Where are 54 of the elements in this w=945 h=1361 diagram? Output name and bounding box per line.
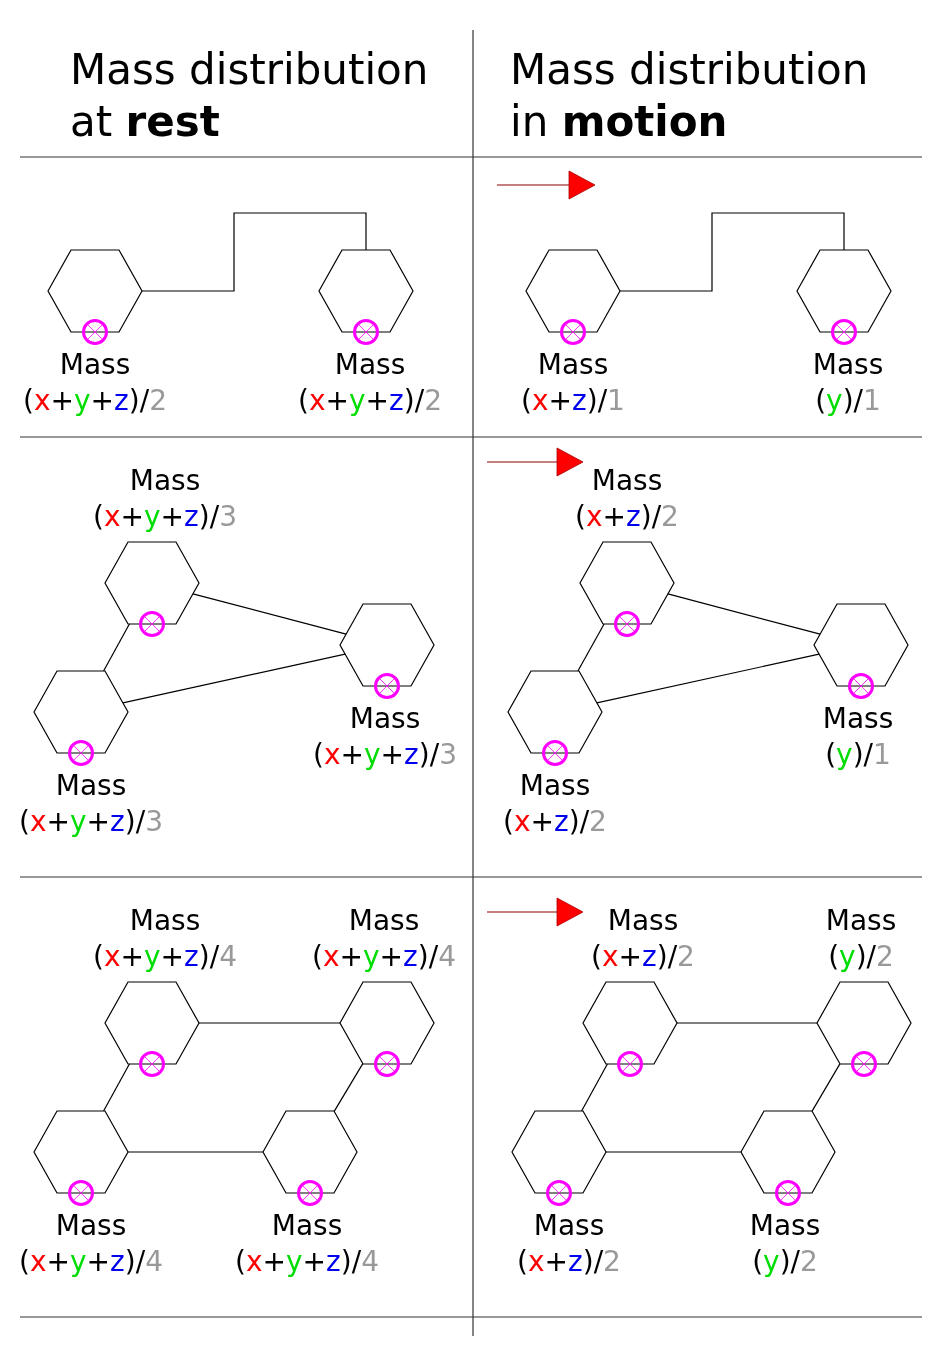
mass-formula: (x+z)/2	[574, 499, 680, 535]
mass-formula: (x+y+z)/3	[312, 737, 458, 773]
mass-label: Mass	[58, 347, 132, 383]
frame-line	[333, 1063, 364, 1112]
mass-formula: (y)/2	[827, 939, 895, 975]
mass-formula: (x+y+z)/3	[92, 499, 238, 535]
mass-formula: (x+y+z)/4	[311, 939, 457, 975]
mass-formula: (x+z)/1	[520, 383, 626, 419]
mass-formula: (x+y+z)/3	[18, 804, 164, 840]
mass-label: Mass	[333, 347, 407, 383]
mass-label: Mass	[128, 463, 202, 499]
mass-label: Mass	[536, 347, 610, 383]
mass-label: Mass	[348, 701, 422, 737]
mass-label: Mass	[54, 768, 128, 804]
frame-line	[667, 593, 821, 635]
mass-formula: (x+z)/2	[502, 804, 608, 840]
frame-line	[192, 593, 347, 635]
mass-formula: (x+y+z)/4	[234, 1244, 380, 1280]
mass-label: Mass	[54, 1208, 128, 1244]
mass-label: Mass	[811, 347, 885, 383]
frame-line	[619, 212, 845, 292]
mass-label: Mass	[270, 1208, 344, 1244]
frame-line	[127, 1151, 264, 1153]
frame-line	[596, 653, 820, 704]
frame-line	[103, 1063, 130, 1112]
frame-line	[198, 1022, 341, 1024]
mass-formula: (y)/1	[824, 737, 892, 773]
column-heading: Mass distribution at rest	[70, 44, 430, 148]
mass-label: Mass	[347, 903, 421, 939]
frame-line	[122, 653, 346, 704]
frame-line	[141, 212, 367, 292]
frame-line	[577, 623, 605, 672]
mass-label: Mass	[824, 903, 898, 939]
mass-label: Mass	[590, 463, 664, 499]
mass-label: Mass	[518, 768, 592, 804]
mass-formula: (x+y+z)/4	[18, 1244, 164, 1280]
mass-formula: (y)/2	[751, 1244, 819, 1280]
mass-formula: (y)/1	[814, 383, 882, 419]
mass-formula: (x+y+z)/4	[92, 939, 238, 975]
frame-line	[605, 1151, 742, 1153]
mass-formula: (x+y+z)/2	[22, 383, 168, 419]
mass-label: Mass	[748, 1208, 822, 1244]
mass-label: Mass	[532, 1208, 606, 1244]
column-heading: Mass distribution in motion	[510, 44, 870, 148]
mass-formula: (x+z)/2	[590, 939, 696, 975]
mass-label: Mass	[128, 903, 202, 939]
frame-line	[811, 1063, 841, 1112]
mass-formula: (x+z)/2	[516, 1244, 622, 1280]
frame-line	[676, 1022, 818, 1024]
mass-label: Mass	[606, 903, 680, 939]
frame-line	[103, 623, 130, 672]
frame-line	[581, 1063, 608, 1112]
mass-label: Mass	[821, 701, 895, 737]
mass-formula: (x+y+z)/2	[297, 383, 443, 419]
